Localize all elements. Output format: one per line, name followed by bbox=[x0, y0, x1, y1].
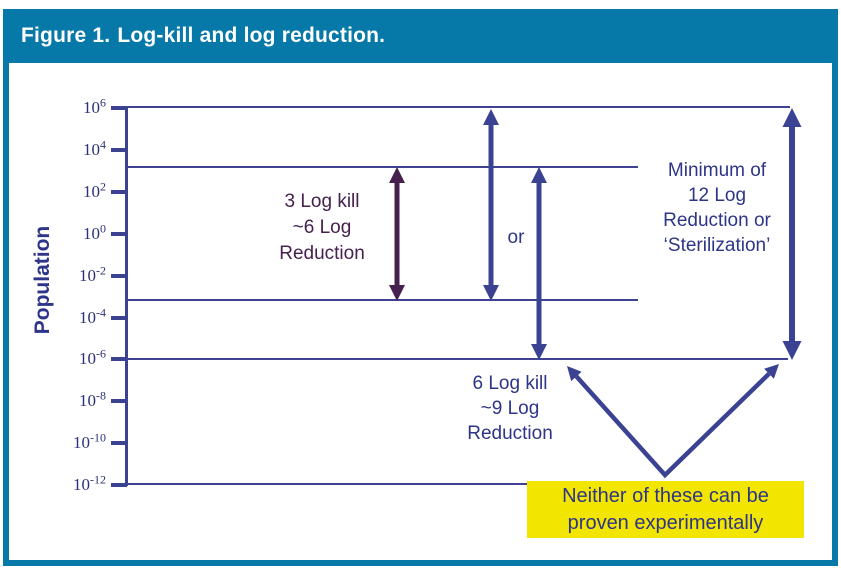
y-tick-label: 104 bbox=[83, 137, 106, 159]
y-tick-mark bbox=[111, 148, 127, 152]
y-tick-label: 10-8 bbox=[79, 388, 106, 410]
y-tick-mark bbox=[111, 316, 127, 320]
y-tick-label: 10-2 bbox=[79, 263, 106, 285]
y-tick-mark bbox=[111, 106, 127, 110]
note-or: or bbox=[507, 227, 525, 248]
gridline-1e-12 bbox=[127, 483, 527, 485]
gridline-1e3 bbox=[127, 166, 638, 168]
y-axis-line bbox=[125, 106, 128, 486]
y-tick-mark bbox=[111, 232, 127, 236]
y-tick-mark bbox=[111, 399, 127, 403]
y-tick-label: 10-4 bbox=[79, 305, 106, 327]
y-tick-label: 10-6 bbox=[79, 346, 106, 368]
callout-box: Neither of these can be proven experimen… bbox=[527, 481, 804, 538]
note-12-log-reduction: Minimum of 12 Log Reduction or ‘Steriliz… bbox=[663, 160, 771, 256]
y-tick-label: 10-10 bbox=[73, 430, 106, 452]
figure-label: Figure 1. bbox=[21, 24, 111, 47]
y-tick-mark bbox=[111, 441, 127, 445]
y-tick-label: 100 bbox=[83, 221, 106, 243]
figure-header: Figure 1. Log-kill and log reduction. bbox=[3, 9, 838, 63]
gridline-1e6 bbox=[127, 106, 790, 108]
y-tick-mark bbox=[111, 483, 127, 487]
y-tick-label: 106 bbox=[83, 95, 106, 117]
gridline-1e-6 bbox=[127, 358, 788, 360]
figure-title: Log-kill and log reduction. bbox=[117, 24, 386, 47]
y-tick-label: 10-12 bbox=[73, 472, 106, 494]
y-tick-mark bbox=[111, 357, 127, 361]
note-6-log-kill: 6 Log kill ~9 Log Reduction bbox=[467, 373, 553, 444]
y-tick-mark bbox=[111, 190, 127, 194]
note-3-log-kill: 3 Log kill ~6 Log Reduction bbox=[279, 191, 365, 264]
gridline-1e-3 bbox=[127, 299, 638, 301]
y-tick-label: 102 bbox=[83, 179, 106, 201]
y-tick-mark bbox=[111, 274, 127, 278]
